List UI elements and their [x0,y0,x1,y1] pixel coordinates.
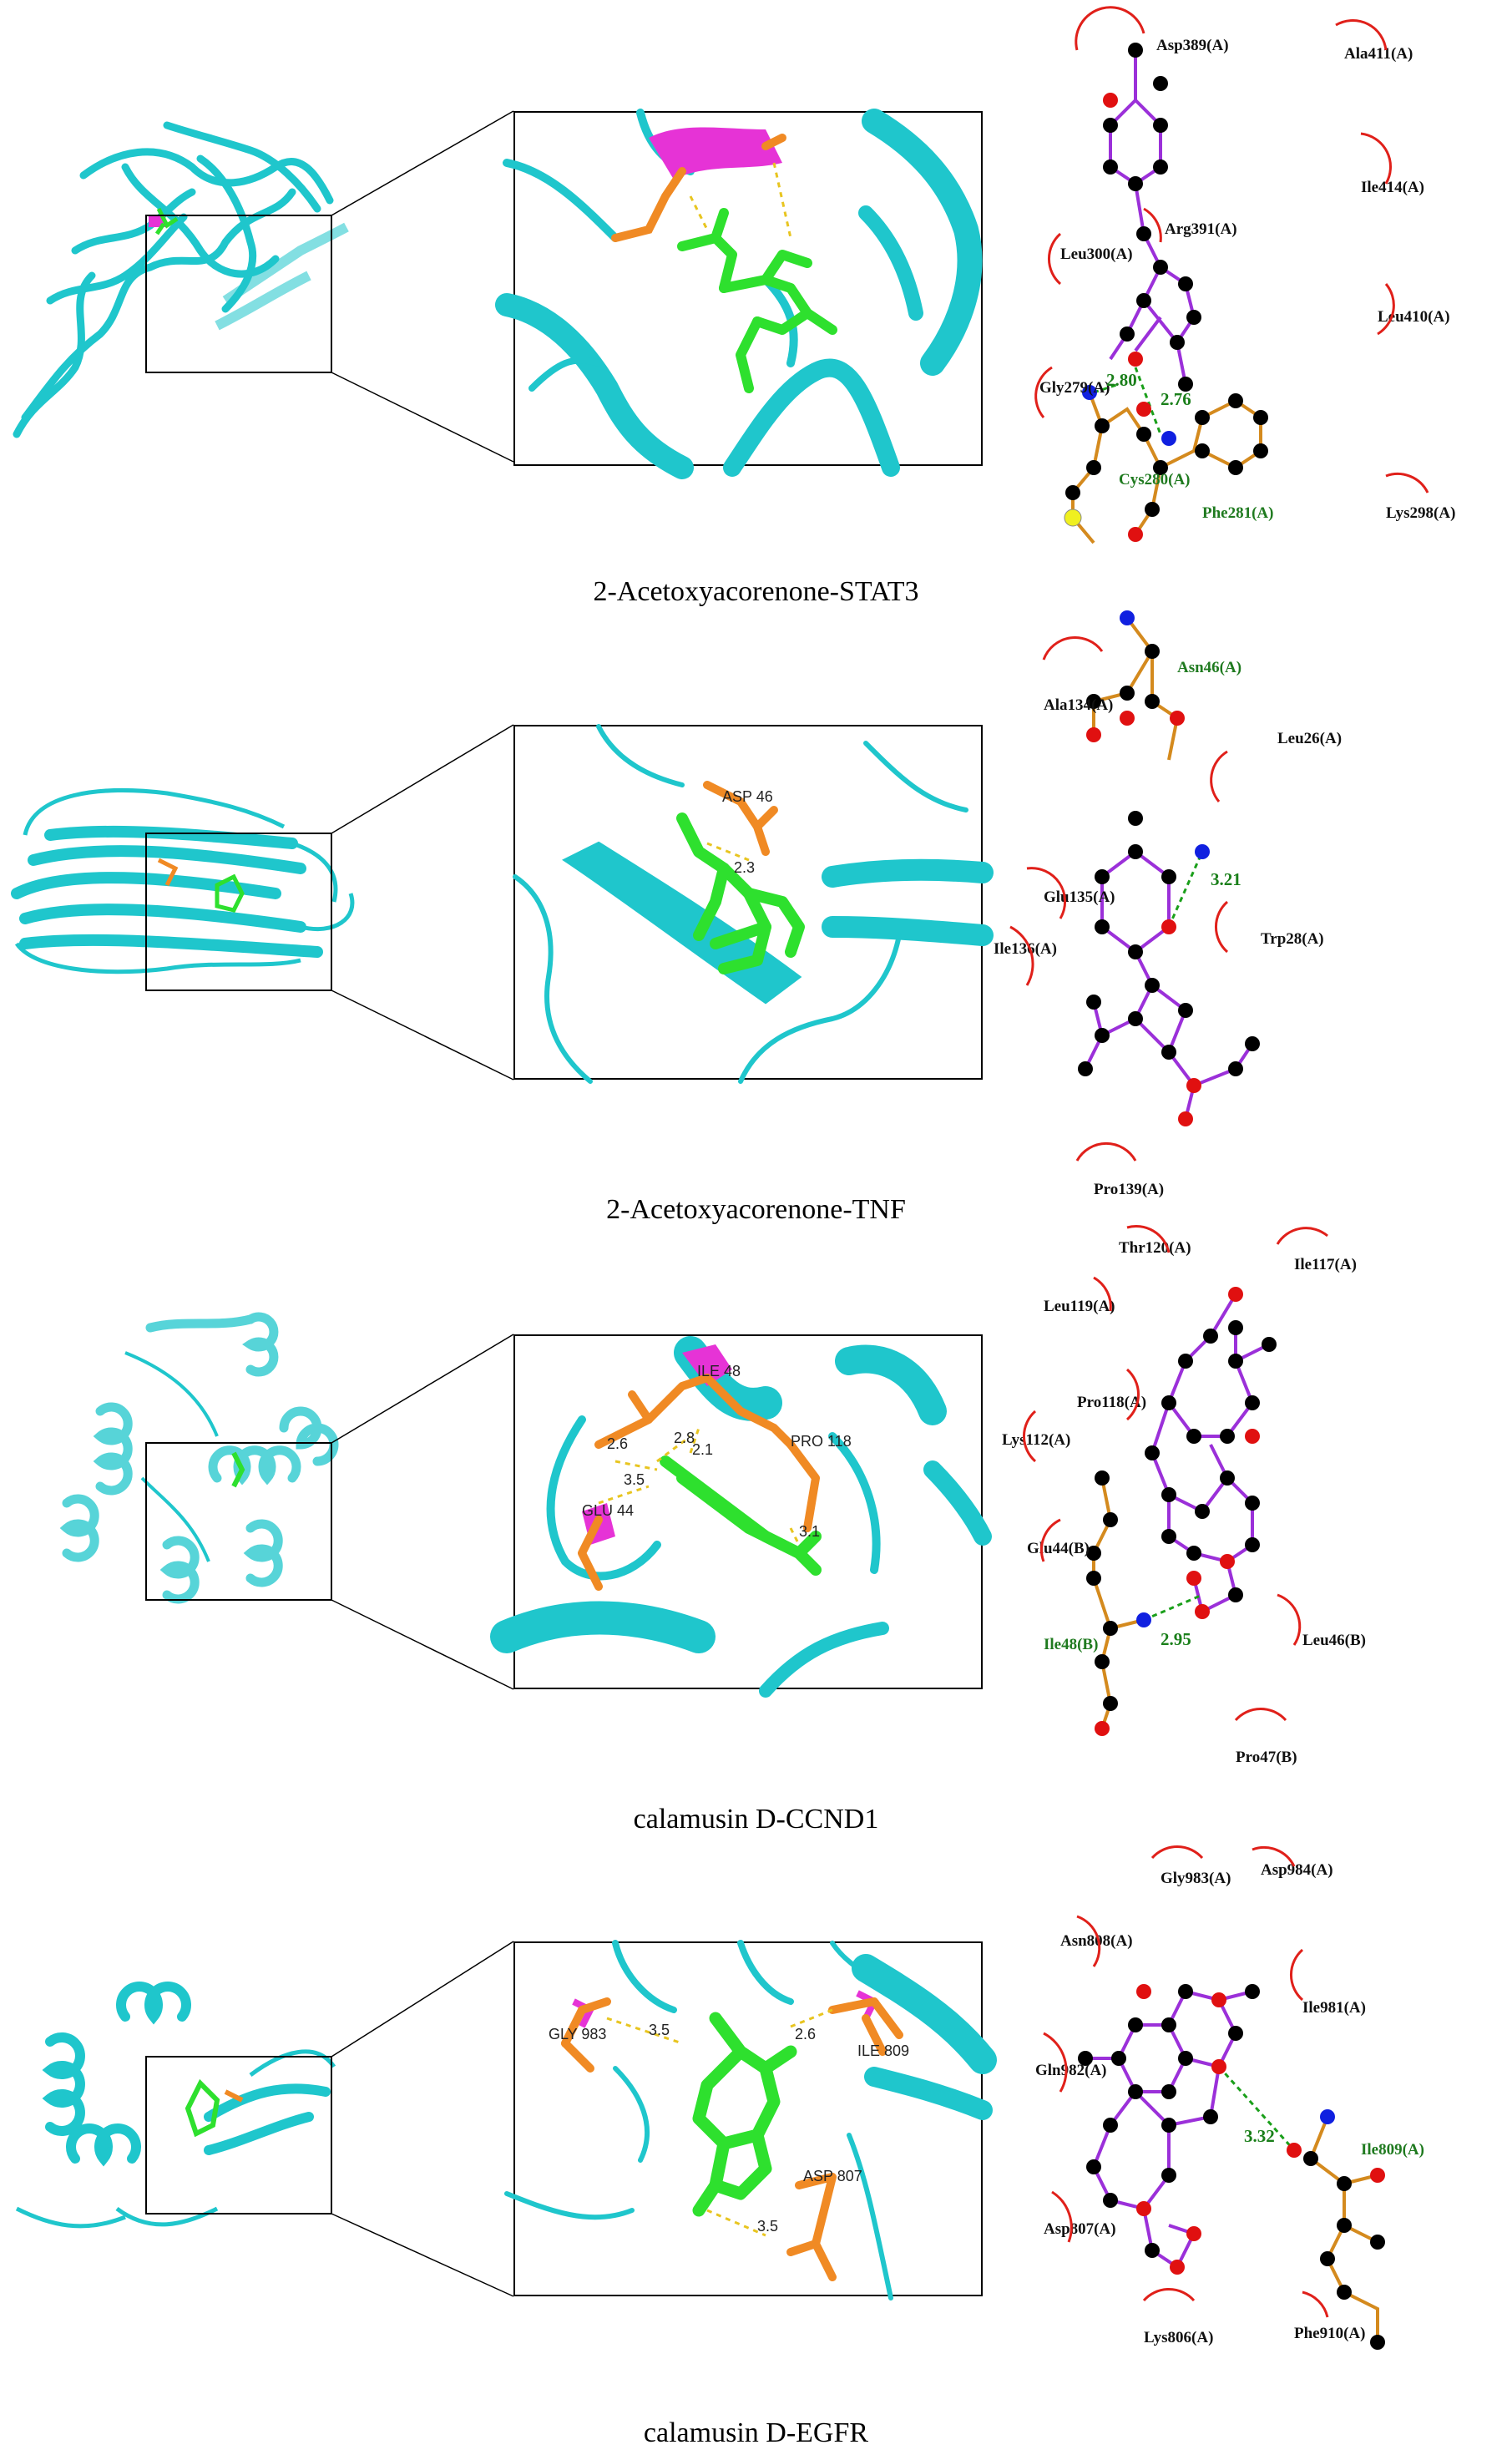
residue-label: Asp807(A) [1044,2220,1116,2238]
zoom-label: 2.1 [692,1441,713,1458]
residue-label: Leu119(A) [1044,1298,1115,1315]
residue-label: Gly279(A) [1039,379,1110,397]
hbond-distance: 2.76 [1161,389,1191,409]
zoom-label: 3.5 [757,2218,778,2235]
zoom-label: PRO 118 [791,1433,852,1450]
residue-label: Lys112(A) [1002,1431,1070,1449]
residue-label: Ala411(A) [1344,45,1413,63]
hbond-distance: 2.95 [1161,1629,1191,1649]
ligplot-tnf: Asn46(A) Ala134(A) Leu26(A) Glu135(A) Tr… [994,610,1342,1198]
residue-label: Arg391(A) [1165,220,1237,238]
residue-label: Glu135(A) [1044,888,1115,906]
residue-label: Lys806(A) [1144,2329,1213,2346]
residue-label: Ala134(A) [1044,696,1113,714]
panel-tnf: ASP 46 2.3 [0,610,1512,1233]
residue-label: Asp389(A) [1156,37,1229,54]
zoom-label: 2.8 [674,1430,695,1446]
protein-overview-stat3 [13,110,514,463]
panel-egfr: GLY 983 3.5 2.6 ILE 809 ASP 807 3.5 [0,1841,1512,2456]
residue-label: Leu300(A) [1060,245,1133,263]
panel-caption: 2-Acetoxyacorenone-TNF [606,1194,906,1225]
residue-label: Lys298(A) [1386,504,1455,522]
zoom-label: GLY 983 [549,2026,606,2042]
residue-label: Thr120(A) [1119,1239,1191,1257]
zoom-label: 2.3 [734,859,755,876]
residue-label: Asn808(A) [1060,1932,1133,1950]
hbond-distance: 3.21 [1211,869,1241,889]
panel-caption: 2-Acetoxyacorenone-STAT3 [593,576,919,607]
zoom-label: ILE 809 [857,2042,909,2059]
protein-overview-ccnd1 [59,1312,514,1690]
residue-label: Trp28(A) [1261,930,1324,948]
residue-label: Ile981(A) [1302,1999,1366,2017]
zoom-label: ILE 48 [697,1363,741,1379]
residue-label: Pro118(A) [1077,1394,1146,1411]
zoom-label: 3.5 [649,2022,670,2038]
zoom-label: 2.6 [795,2026,816,2042]
protein-overview-egfr [15,1941,514,2297]
zoom-label: 3.1 [799,1523,820,1540]
panel-caption: calamusin D-EGFR [643,2417,869,2448]
residue-label: Gly983(A) [1161,1870,1231,1887]
hbond-distance: 3.32 [1244,2126,1275,2146]
zoom-view-ccnd1: 2.6 2.8 2.1 3.5 3.1 PRO 118 GLU 44 ILE 4… [490,1334,992,1698]
residue-label: Glu44(B) [1027,1540,1090,1557]
residue-label: Ile414(A) [1361,179,1424,196]
ligplot-egfr: Gly983(A) Asp984(A) Asn808(A) Ile981(A) … [1035,1845,1424,2350]
panel-caption: calamusin D-CCND1 [633,1804,879,1835]
zoom-label: ASP 46 [722,788,773,805]
zoom-label: 3.5 [624,1471,645,1488]
residue-label: Phe910(A) [1294,2325,1365,2342]
zoom-label: ASP 807 [803,2168,862,2184]
zoom-label: 2.6 [607,1435,628,1452]
ligplot-ccnd1: Thr120(A) Ile117(A) Leu119(A) Pro118(A) … [1002,1224,1366,1766]
hbond-residue-label: Ile48(B) [1044,1636,1098,1653]
hbond-distance: 2.80 [1106,370,1137,390]
residue-label: Pro139(A) [1094,1181,1164,1198]
zoom-label: GLU 44 [582,1502,634,1519]
residue-label: Gln982(A) [1035,2062,1107,2079]
panel-ccnd1: 2.6 2.8 2.1 3.5 3.1 PRO 118 GLU 44 ILE 4… [0,1224,1512,1842]
protein-overview-tnf [11,724,514,1081]
residue-label: Leu410(A) [1378,308,1450,326]
zoom-view-tnf: ASP 46 2.3 [513,724,994,1084]
residue-label: Ile117(A) [1294,1256,1357,1273]
residue-label: Leu46(B) [1302,1632,1366,1649]
hbond-residue-label: Ile809(A) [1361,2141,1424,2159]
zoom-view-egfr: GLY 983 3.5 2.6 ILE 809 ASP 807 3.5 [504,1940,997,2301]
residue-label: Asp984(A) [1261,1861,1333,1879]
residue-label: Pro47(B) [1236,1749,1297,1766]
hbond-residue-label: Cys280(A) [1119,471,1191,488]
residue-label: Leu26(A) [1277,730,1342,747]
residue-label: Ile136(A) [994,940,1057,958]
panel-stat3: Asp389(A) Ala411(A) Ile414(A) Arg391(A) … [0,0,1512,615]
hbond-residue-label: Phe281(A) [1202,504,1273,522]
zoom-view-stat3 [495,109,983,479]
hbond-residue-label: Asn46(A) [1177,659,1241,676]
ligplot-stat3: Asp389(A) Ala411(A) Ile414(A) Arg391(A) … [1034,6,1455,544]
